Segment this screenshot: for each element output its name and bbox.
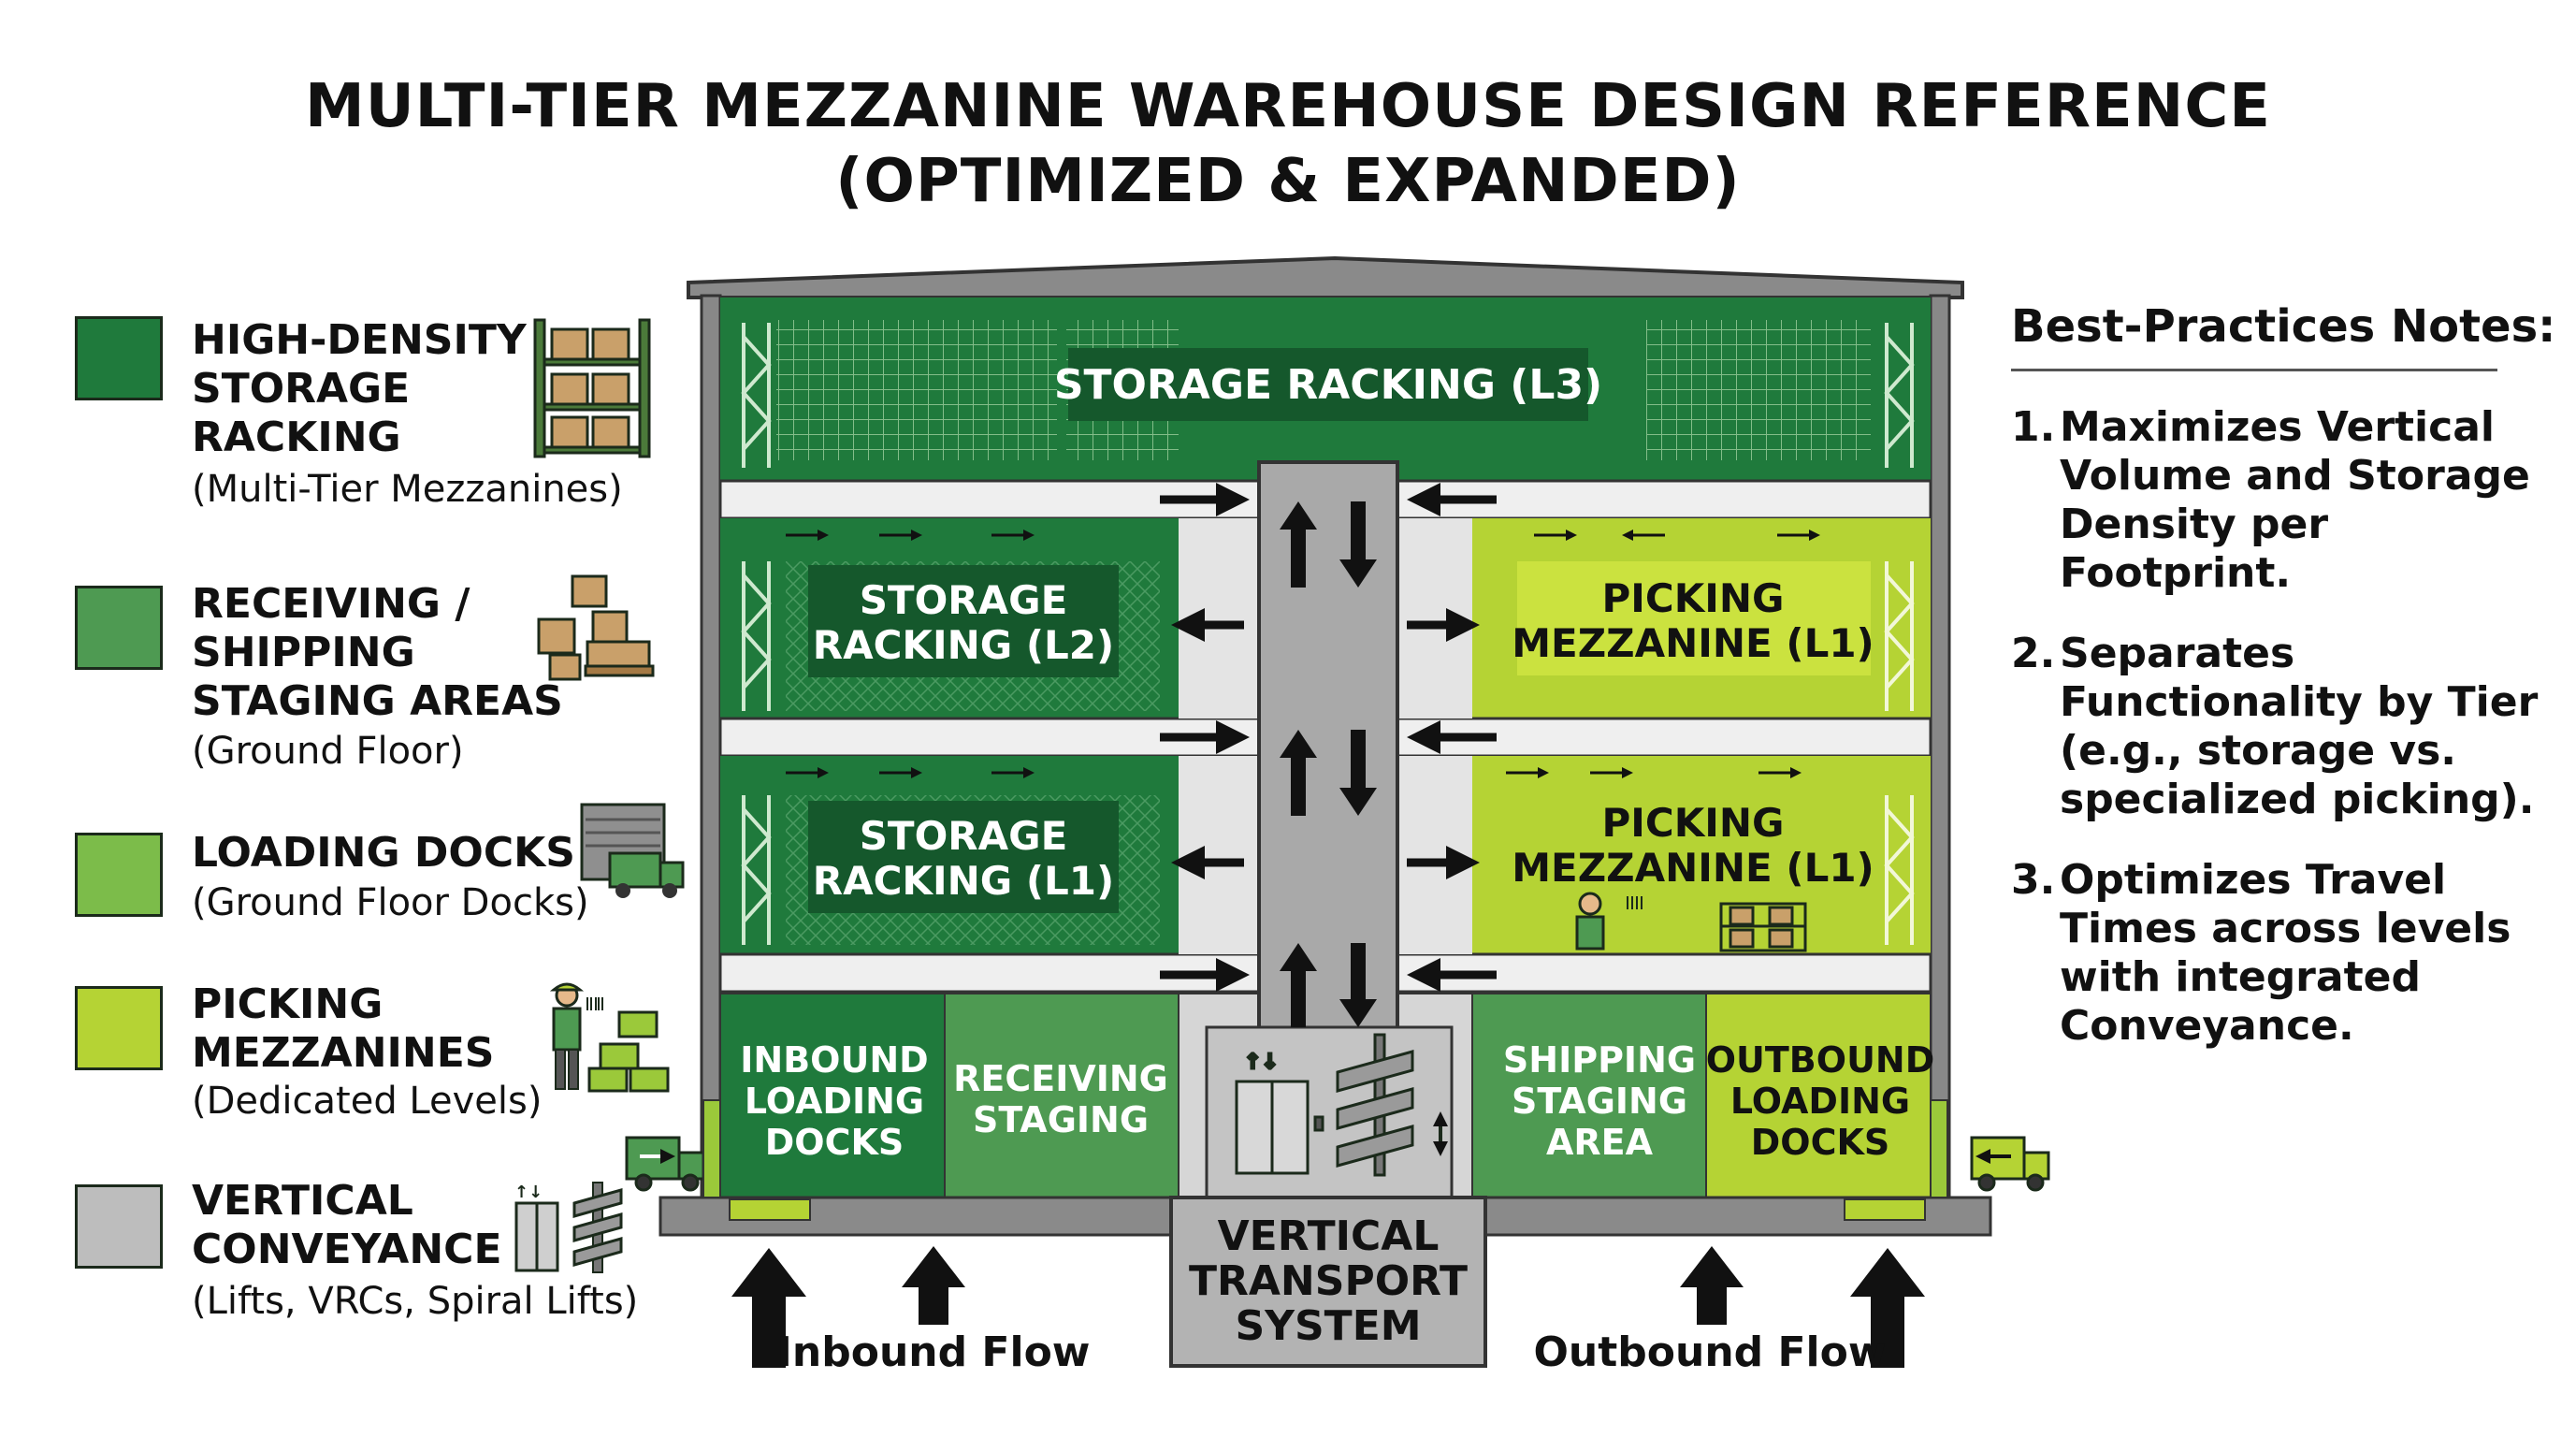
note-text: Maximizes Vertical Volume and Storage De… [2060,403,2530,597]
outbound-docks-label-1: OUTBOUND [1706,1039,1935,1081]
level-3-label-box [1068,348,1588,421]
note-number: 3. [2011,856,2056,904]
legend-subtitle-conveyance: (Lifts, VRCs, Spiral Lifts) [192,1280,639,1323]
note-number: 1. [2011,403,2056,451]
storage-l2-label-1: STORAGE [860,577,1068,623]
inbound-flow-arrows [731,1246,965,1368]
storage-l1-label-1: STORAGE [860,813,1068,859]
inbound-docks-label-3: DOCKS [765,1122,904,1163]
stacked-boxes-icon [537,574,655,681]
note-item: 2. Separates Functionality by Tier (e.g.… [2011,630,2563,824]
shipping-staging-label-2: STAGING [1512,1081,1687,1122]
legend-swatch-docks [75,833,163,917]
note-text: Optimizes Travel Times across levels wit… [2060,856,2511,1050]
outbound-truck-icon [1970,1136,2050,1192]
transport-label-1: VERTICAL [1218,1212,1440,1260]
legend-subtitle-docks: (Ground Floor Docks) [192,881,589,924]
shipping-staging-label-1: SHIPPING [1503,1039,1696,1081]
legend-swatch-storage [75,316,163,400]
picking-lower-zone [1472,756,1931,954]
outbound-flow-arrows [1680,1246,1925,1368]
storage-l2-label-box [808,565,1119,677]
receiving-staging-zone [944,993,1179,1198]
picking-lower-label-2: MEZZANINE (L1) [1512,845,1874,891]
note-number: 2. [2011,630,2056,677]
diagram-title: MULTI-TIER MEZZANINE WAREHOUSE DESIGN RE… [0,69,2576,219]
shipping-staging-label-3: AREA [1546,1122,1654,1163]
receiving-staging-label-1: RECEIVING [953,1058,1168,1099]
legend-swatch-receiving [75,586,163,670]
title-line-1: MULTI-TIER MEZZANINE WAREHOUSE DESIGN RE… [305,72,2271,141]
title-line-2: (OPTIMIZED & EXPANDED) [835,147,1741,216]
note-text: Separates Functionality by Tier (e.g., s… [2060,630,2539,823]
legend-swatch-picking [75,986,163,1070]
transport-label-3: SYSTEM [1235,1302,1421,1350]
level-3-label: STORAGE RACKING (L3) [1054,361,1602,409]
transport-label-2: TRANSPORT [1189,1257,1468,1305]
legend-subtitle-receiving: (Ground Floor) [192,730,464,773]
pick-shelf-icon [1719,902,1807,952]
storage-l1-label-box [808,801,1119,913]
dock-truck-icon [580,803,685,898]
note-item: 1. Maximizes Vertical Volume and Storage… [2011,403,2563,598]
shaft-arrows [1280,501,1377,1027]
picking-upper-label-2: MEZZANINE (L1) [1512,620,1874,666]
lift-spiral-icon: ↑↓ [514,1182,623,1273]
legend-swatch-conveyance [75,1184,163,1269]
transport-system-box [1169,1196,1487,1368]
best-practices-notes: Best-Practices Notes: 1. Maximizes Verti… [2011,298,2563,1051]
picking-lower-label-1: PICKING [1601,800,1784,846]
note-item: 3. Optimizes Travel Times across levels … [2011,856,2563,1051]
storage-l2-label-2: RACKING (L2) [813,622,1114,668]
outbound-docks-label-2: LOADING [1730,1081,1910,1122]
legend-subtitle-picking: (Dedicated Levels) [192,1080,543,1123]
picker-worker-icon [1575,892,1643,951]
conveyor-arrows [786,530,1820,778]
inbound-truck-icon [625,1136,705,1192]
notes-heading: Best-Practices Notes: [2011,298,2555,371]
outbound-docks-zone [1705,993,1932,1198]
inbound-docks-label-2: LOADING [745,1081,924,1122]
inbound-flow-label: Inbound Flow [777,1328,1091,1376]
outbound-docks-label-3: DOCKS [1751,1122,1890,1163]
svg-text:↑↓: ↑↓ [1244,1051,1279,1074]
roof [687,255,1964,299]
outbound-flow-label: Outbound Flow [1534,1328,1887,1376]
rack-boxes-icon [533,318,651,458]
inbound-docks-label-1: INBOUND [740,1039,928,1081]
worker-picking-icon [549,982,670,1093]
left-wall [700,294,722,1201]
spiral-lift-icon [1336,1033,1448,1177]
svg-text:↑↓: ↑↓ [514,1183,543,1202]
inbound-docks-zone [719,993,946,1198]
elevator-icon: ↑↓ [1235,1050,1324,1175]
receiving-staging-label-2: STAGING [973,1099,1149,1140]
shipping-staging-zone [1471,993,1707,1198]
picking-upper-label-1: PICKING [1601,575,1784,621]
legend-subtitle-storage: (Multi-Tier Mezzanines) [192,468,623,511]
legend-title-docks: LOADING DOCKS [192,829,575,877]
storage-l1-label-2: RACKING (L1) [813,858,1114,904]
floor-flow-arrows [1160,483,1497,992]
picking-upper-label-box [1517,561,1871,675]
